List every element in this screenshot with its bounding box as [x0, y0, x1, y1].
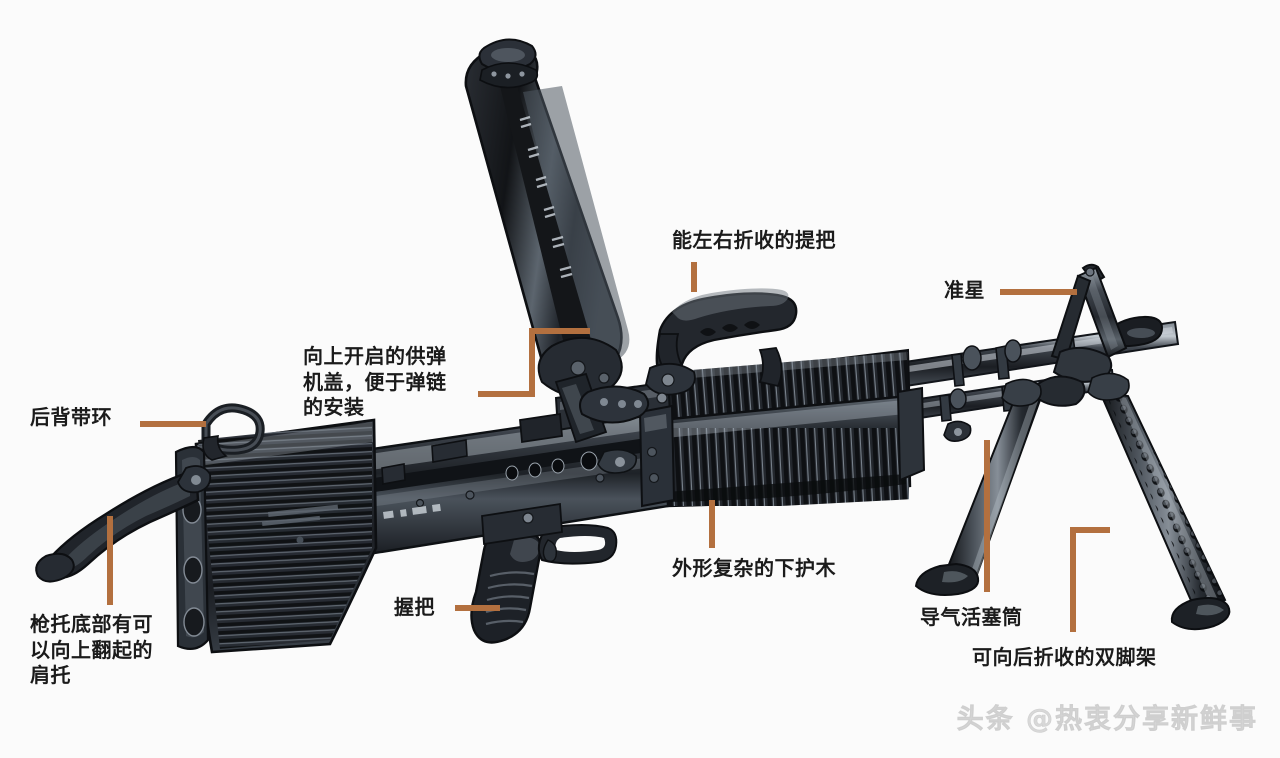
callout-carrying-handle: 能左右折收的提把	[672, 228, 836, 252]
bipod	[914, 346, 1231, 631]
rear-sling-swivel	[201, 403, 265, 461]
leader-folding-bipod	[1070, 527, 1110, 632]
callout-gas-piston-tube: 导气活塞筒	[920, 605, 1023, 629]
callout-feed-cover: 向上开启的供弹 机盖，便于弹链 的安装	[303, 344, 447, 420]
feed-cover-open	[464, 38, 630, 444]
watermark: 头条 @热衷分享新鲜事	[956, 704, 1258, 736]
carrying-handle	[645, 288, 798, 404]
callout-front-sight: 准星	[944, 278, 985, 302]
front-sight	[1050, 263, 1128, 362]
callout-lower-handguard: 外形复杂的下护木	[672, 556, 836, 580]
folding-shoulder-rest	[35, 465, 212, 583]
callout-rear-sling-swivel: 后背带环	[30, 405, 112, 429]
lower-handguard	[658, 348, 926, 508]
leader-feed-cover	[478, 328, 590, 397]
receiver-front-detail	[638, 404, 676, 508]
pistol-grip	[470, 502, 618, 644]
gun-body	[35, 38, 1231, 654]
rear-sight-base	[381, 412, 563, 485]
leader-lines	[107, 262, 1110, 632]
callout-folding-butt-plate: 枪托底部有可 以向上翻起的 肩托	[30, 612, 153, 688]
callout-folding-bipod: 可向后折收的双脚架	[972, 645, 1157, 669]
feed-block	[579, 385, 650, 424]
callout-pistol-grip: 握把	[394, 595, 435, 619]
